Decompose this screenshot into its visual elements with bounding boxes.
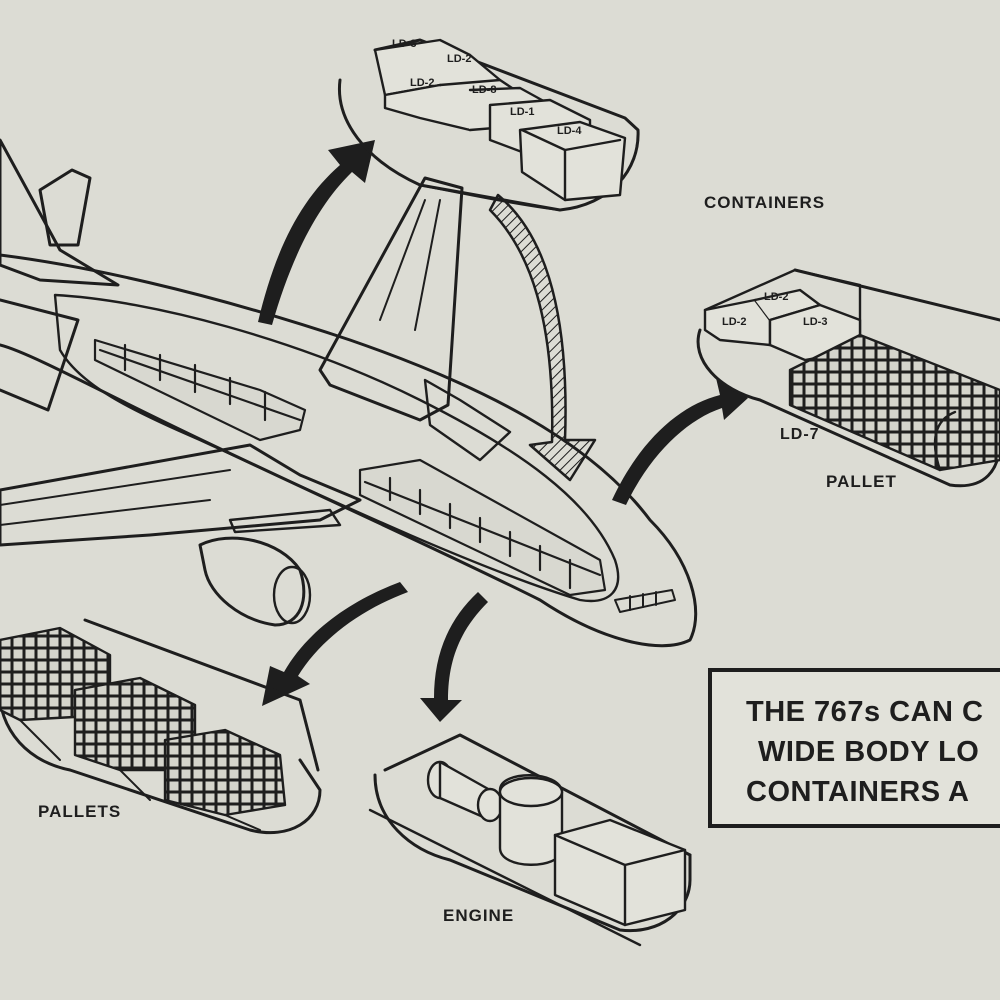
cockpit-windows bbox=[614, 589, 676, 613]
pallet-label: PALLET bbox=[826, 472, 897, 491]
engine-bay bbox=[368, 733, 692, 947]
ld7-label: LD-7 bbox=[780, 426, 820, 443]
pallet-load-3 bbox=[163, 728, 287, 817]
fuselage bbox=[0, 253, 698, 648]
pallets-bay bbox=[0, 618, 322, 835]
arrow-to-pallet bbox=[612, 378, 748, 505]
container-label: LD-4 bbox=[557, 125, 582, 137]
tail-fin bbox=[0, 138, 120, 287]
top-containers-bay bbox=[337, 38, 640, 212]
right-pallet-bay bbox=[696, 268, 1000, 488]
container-label: LD-2 bbox=[447, 53, 472, 65]
container-label: LD-3 bbox=[803, 316, 828, 328]
rear-stabilizer bbox=[0, 298, 80, 412]
upper-engine-pylon bbox=[423, 378, 512, 462]
engine-intake bbox=[272, 565, 312, 625]
containers-label: CONTAINERS bbox=[704, 193, 826, 212]
fuselage-cutaway bbox=[53, 293, 620, 603]
engine-crate bbox=[553, 818, 687, 927]
engine-label: ENGINE bbox=[443, 906, 515, 925]
forward-cargo-blocks bbox=[358, 458, 607, 597]
caption-line-3: CONTAINERS A bbox=[746, 776, 970, 808]
pallets-label: PALLETS bbox=[38, 802, 122, 821]
arrow-loading-containers bbox=[488, 193, 597, 482]
near-engine-nacelle bbox=[198, 536, 306, 627]
arrows bbox=[258, 140, 748, 722]
engine-pylon bbox=[228, 508, 342, 534]
caption-box: THE 767s CAN C WIDE BODY LO CONTAINERS A bbox=[708, 668, 1000, 828]
caption-line-1: THE 767s CAN C bbox=[746, 696, 984, 728]
lower-wing bbox=[0, 443, 362, 547]
airplane bbox=[0, 138, 698, 648]
caption-line-2: WIDE BODY LO bbox=[758, 736, 980, 768]
rear-cargo-blocks bbox=[93, 338, 307, 442]
container-label: LD-3 bbox=[392, 38, 417, 50]
container-label: LD-1 bbox=[510, 106, 535, 118]
container-label: LD-2 bbox=[410, 77, 435, 89]
arrow-to-pallets bbox=[262, 582, 408, 706]
container-label: LD-2 bbox=[764, 291, 789, 303]
arrow-to-containers bbox=[258, 140, 375, 325]
engine-on-stand bbox=[426, 760, 564, 866]
arrow-to-engine bbox=[420, 592, 488, 722]
container-label: LD-2 bbox=[722, 316, 747, 328]
upper-wing bbox=[318, 176, 464, 422]
ld7-pallet-load bbox=[788, 333, 1000, 472]
horizontal-stabilizer bbox=[38, 168, 92, 247]
container-label: LD-8 bbox=[472, 84, 497, 96]
